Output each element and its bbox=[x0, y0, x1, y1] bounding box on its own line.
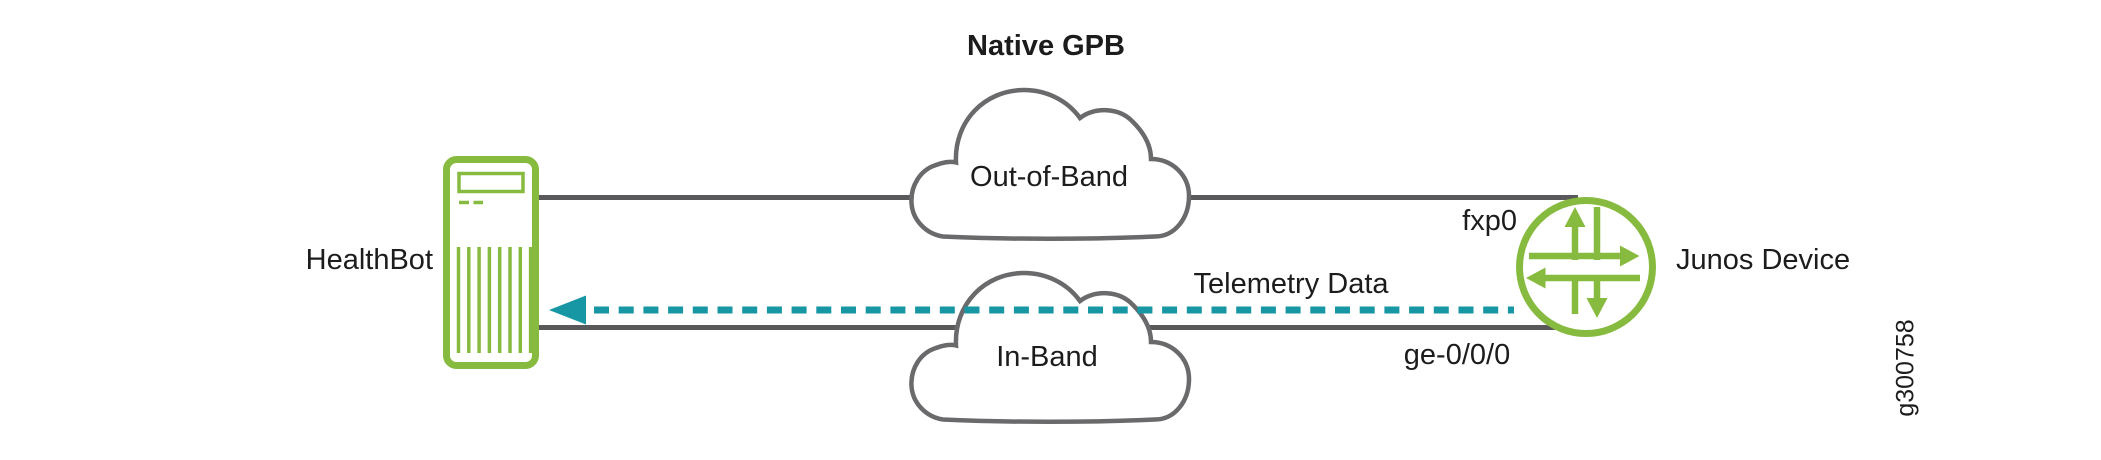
server-icon bbox=[443, 156, 539, 369]
juniper-cross-arrowheads bbox=[1526, 207, 1640, 318]
juniper-router-icon bbox=[1516, 197, 1656, 337]
figure-number-label: g300758 bbox=[1891, 319, 1920, 417]
healthbot-label: HealthBot bbox=[305, 244, 433, 277]
telemetry-flow-arrow bbox=[549, 295, 1514, 325]
telemetry-data-label: Telemetry Data bbox=[1193, 268, 1389, 301]
junos-device-label: Junos Device bbox=[1676, 244, 1851, 277]
in-band-cloud-label: In-Band bbox=[996, 341, 1098, 374]
telemetry-arrowhead-icon bbox=[549, 295, 586, 325]
server-vent-lines bbox=[456, 247, 533, 353]
diagram-title: Native GPB bbox=[967, 30, 1125, 63]
out-of-band-cloud-label: Out-of-Band bbox=[970, 161, 1128, 194]
ge-0-0-0-interface-label: ge-0/0/0 bbox=[1403, 339, 1511, 372]
juniper-cross-lines bbox=[1529, 207, 1640, 314]
fxp0-interface-label: fxp0 bbox=[1462, 205, 1517, 238]
